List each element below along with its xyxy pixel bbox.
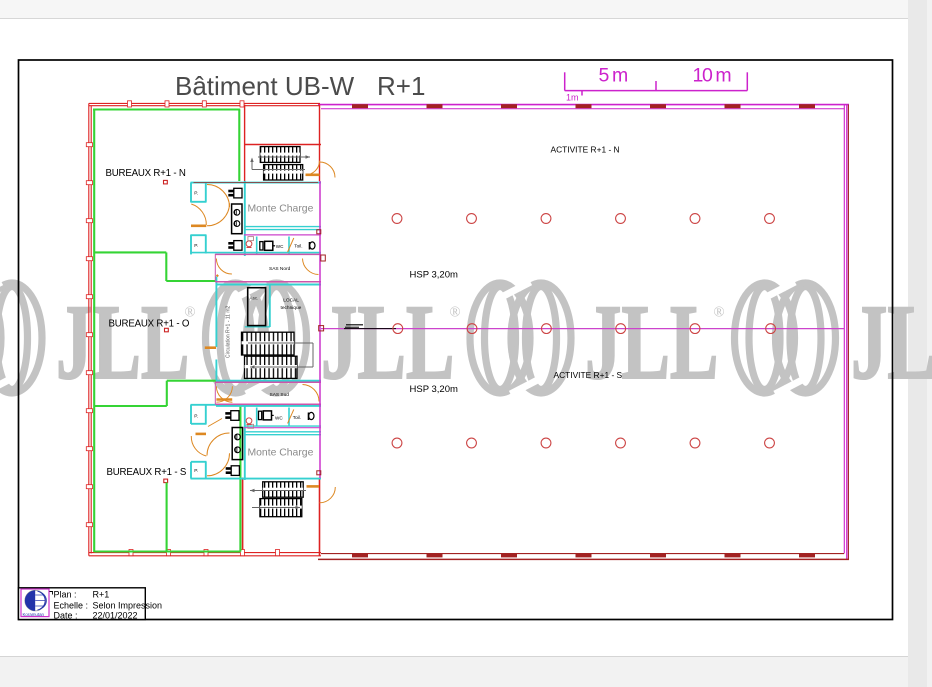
- svg-text:R+1: R+1: [377, 71, 425, 101]
- svg-text:Monte Charge: Monte Charge: [248, 448, 314, 459]
- svg-text:BUREAUX R+1 - N: BUREAUX R+1 - N: [106, 168, 186, 179]
- svg-text:SAS Sud: SAS Sud: [270, 392, 290, 398]
- svg-text:BUREAUX R+1 - O: BUREAUX R+1 - O: [109, 318, 190, 329]
- svg-text:10 m: 10 m: [693, 65, 731, 87]
- svg-text:SAS Nord: SAS Nord: [269, 266, 291, 272]
- svg-text:P.: P.: [194, 191, 198, 197]
- svg-text:HSP 3,20m: HSP 3,20m: [410, 269, 458, 280]
- svg-text:HSP 3,20m: HSP 3,20m: [410, 384, 458, 395]
- svg-text:Date :: Date :: [54, 610, 78, 620]
- svg-text:1m: 1m: [566, 93, 579, 103]
- svg-text:Plan :: Plan :: [54, 590, 77, 600]
- svg-text:P.: P.: [194, 243, 198, 249]
- svg-text:BUREAUX R+1 - S: BUREAUX R+1 - S: [107, 467, 187, 478]
- svg-text:Monte Charge: Monte Charge: [248, 204, 314, 215]
- svg-text:Koramutan: Koramutan: [23, 612, 45, 617]
- svg-text:R+1: R+1: [93, 590, 110, 600]
- svg-text:5 m: 5 m: [599, 65, 627, 87]
- svg-text:Echelle :: Echelle :: [54, 600, 89, 610]
- svg-text:ACTIVITE R+1 - S: ACTIVITE R+1 - S: [554, 370, 623, 380]
- svg-text:WC: WC: [275, 416, 283, 421]
- svg-text:22/01/2022: 22/01/2022: [93, 610, 138, 620]
- svg-text:Toil.: Toil.: [293, 415, 301, 420]
- svg-text:Selon Impression: Selon Impression: [93, 600, 163, 610]
- svg-text:technique: technique: [281, 305, 302, 311]
- svg-text:Circulation R+1 - 11 m2: Circulation R+1 - 11 m2: [226, 305, 232, 358]
- svg-text:LOCAL: LOCAL: [283, 298, 299, 304]
- svg-text:WC: WC: [276, 244, 284, 249]
- svg-text:Toil.: Toil.: [294, 244, 302, 249]
- svg-text:Bâtiment UB-W: Bâtiment UB-W: [175, 71, 355, 101]
- svg-text:P.: P.: [194, 468, 198, 474]
- svg-text:Asc.: Asc.: [250, 296, 259, 301]
- svg-text:P.: P.: [194, 414, 198, 420]
- svg-text:ACTIVITE R+1 - N: ACTIVITE R+1 - N: [551, 144, 620, 154]
